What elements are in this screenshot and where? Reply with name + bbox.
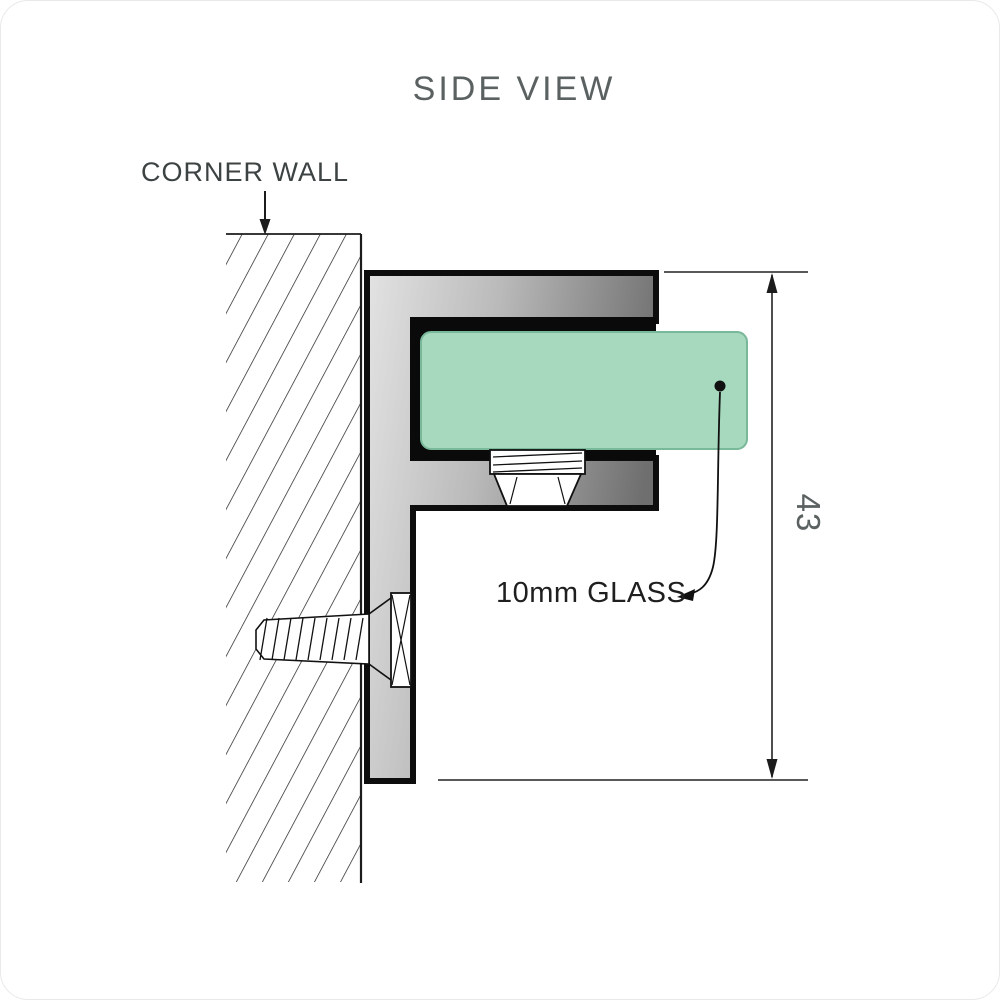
grub-screw-cone-hatch — [557, 476, 566, 505]
grub-screw-thread-line — [492, 452, 583, 458]
corner-wall-callout: CORNER WALL — [141, 157, 349, 235]
fixing-screw-taper — [368, 663, 392, 681]
fixing-screw-head-hatch — [391, 594, 411, 686]
glass-panel — [420, 331, 748, 450]
dimension-arrowhead-bottom-icon — [766, 759, 778, 779]
dimension-43: 43 — [438, 271, 827, 781]
grub-screw-thread-line — [492, 460, 583, 466]
glass-callout-arrowhead-icon — [677, 589, 695, 601]
page-title: SIDE VIEW — [413, 70, 616, 108]
grub-screw-thread-line — [492, 467, 583, 473]
glass-callout: 10mm GLASS — [496, 380, 726, 609]
corner-wall — [226, 233, 363, 883]
glass-callout-dot — [714, 380, 726, 392]
fixing-screw — [255, 592, 412, 688]
corner-wall-label: CORNER WALL — [141, 157, 349, 187]
dimension-arrowhead-top-icon — [766, 273, 778, 293]
grub-screw — [489, 449, 586, 507]
dimension-value: 43 — [790, 494, 827, 533]
corner-wall-arrowhead-icon — [259, 219, 271, 235]
fixing-screw-threads — [259, 617, 364, 661]
fixing-screw-taper — [368, 597, 392, 615]
wall-hatching — [226, 234, 360, 882]
grub-screw-cone — [492, 473, 583, 507]
grub-screw-cone-hatch — [509, 476, 518, 505]
glass-label: 10mm GLASS — [496, 577, 686, 609]
glass-callout-leader — [688, 391, 721, 595]
